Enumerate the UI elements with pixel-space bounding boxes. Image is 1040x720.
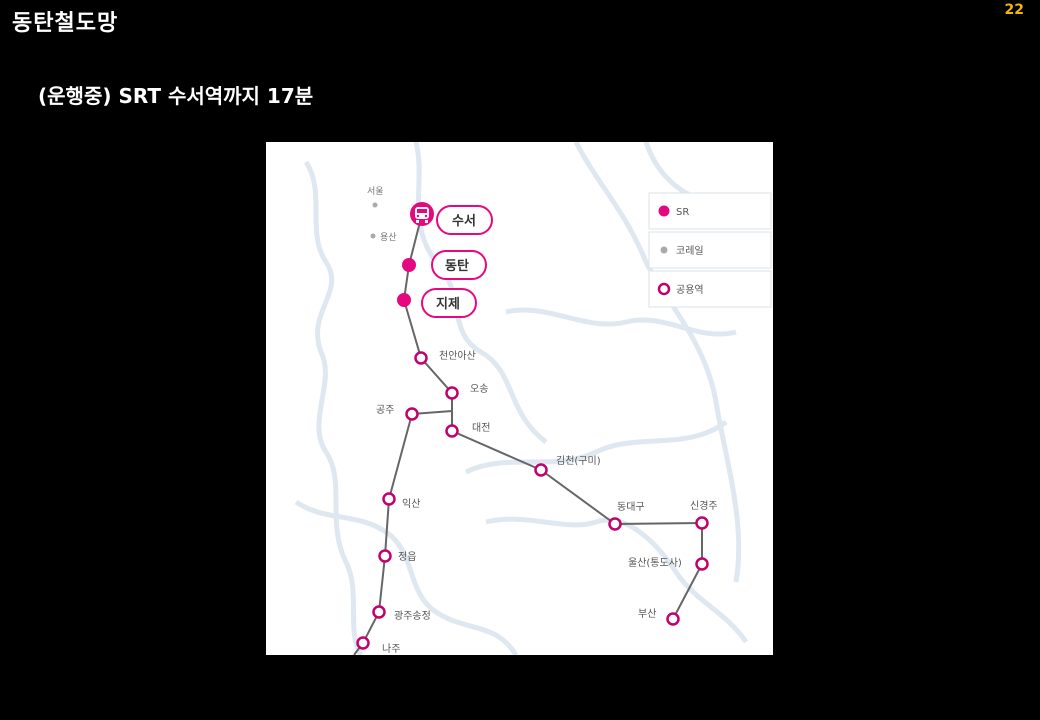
station-gongju-label: 공주 xyxy=(376,404,394,416)
station-dongtan-pill xyxy=(431,250,487,280)
legend-sr-label: SR xyxy=(676,207,689,218)
station-cheonan-asan-label: 천안아산 xyxy=(439,350,476,362)
station-gwangju-songjeong-ring xyxy=(372,605,386,619)
station-dongdaegu-ring xyxy=(608,517,622,531)
station-busan-label: 부산 xyxy=(638,608,656,620)
station-suseo-label: 수서 xyxy=(452,214,476,229)
station-dongdaegu-label: 동대구 xyxy=(617,501,645,513)
railway-map-svg: 서울 용산 수서 동탄 지제 xyxy=(294,142,772,655)
station-ulsan-ring xyxy=(695,557,709,571)
station-jeongeup-label: 정읍 xyxy=(398,551,416,563)
station-suseo-pill xyxy=(436,205,493,235)
train-icon xyxy=(415,207,429,223)
station-jeongeup-ring xyxy=(378,549,392,563)
station-iksan-ring xyxy=(382,492,396,506)
slide-title: 동탄철도망 xyxy=(12,11,119,36)
station-gongju-ring xyxy=(405,407,419,421)
map-background xyxy=(294,142,749,655)
page-number: 22 xyxy=(1004,2,1024,18)
shared-stations xyxy=(356,351,709,650)
station-seoul-dot xyxy=(372,202,378,208)
legend-shared-ring xyxy=(657,282,671,296)
legend-korail-label: 코레일 xyxy=(676,245,704,257)
railway-map: 서울 용산 수서 동탄 지제 xyxy=(266,142,773,655)
legend-korail-dot xyxy=(660,246,668,254)
station-dongtan-label: 동탄 xyxy=(445,258,469,274)
map-legend: SR 코레일 공용역 xyxy=(648,192,772,308)
station-naju-label: 나주 xyxy=(382,643,400,655)
station-naju-ring xyxy=(356,636,370,650)
slide-subtitle: (운행중) SRT 수서역까지 17분 xyxy=(38,84,314,108)
station-dongtan-dot xyxy=(402,258,416,272)
station-jije-label: 지제 xyxy=(436,297,460,312)
korail-stations: 서울 용산 xyxy=(367,186,397,243)
station-yongsan-label: 용산 xyxy=(380,232,397,243)
station-seoul-label: 서울 xyxy=(367,186,384,197)
station-yongsan-dot xyxy=(370,233,376,239)
shared-station-labels: 천안아산 오송 공주 대전 김천(구미) 익산 동대구 신경주 정읍 울산(통도… xyxy=(376,350,718,655)
station-osong-label: 오송 xyxy=(470,383,488,395)
station-jije-dot xyxy=(397,293,411,307)
legend-box-korail xyxy=(648,231,772,269)
station-daejeon-ring xyxy=(445,424,459,438)
srt-stations: 수서 동탄 지제 xyxy=(397,202,493,318)
station-gwangju-songjeong-label: 광주송정 xyxy=(394,610,431,622)
station-iksan-label: 익산 xyxy=(402,498,420,510)
station-singyeongju-label: 신경주 xyxy=(690,499,718,512)
station-ulsan-label: 울산(통도사) xyxy=(628,557,682,569)
station-daejeon-label: 대전 xyxy=(472,422,490,434)
legend-shared-label: 공용역 xyxy=(676,284,704,296)
station-gimcheon-gumi-ring xyxy=(534,463,548,477)
station-singyeongju-ring xyxy=(695,516,709,530)
station-busan-ring xyxy=(666,612,680,626)
station-gimcheon-gumi-label: 김천(구미) xyxy=(556,455,601,467)
station-jije-pill xyxy=(421,288,477,318)
station-cheonan-asan-ring xyxy=(414,351,428,365)
legend-sr-dot xyxy=(658,205,670,217)
station-osong-ring xyxy=(445,386,459,400)
